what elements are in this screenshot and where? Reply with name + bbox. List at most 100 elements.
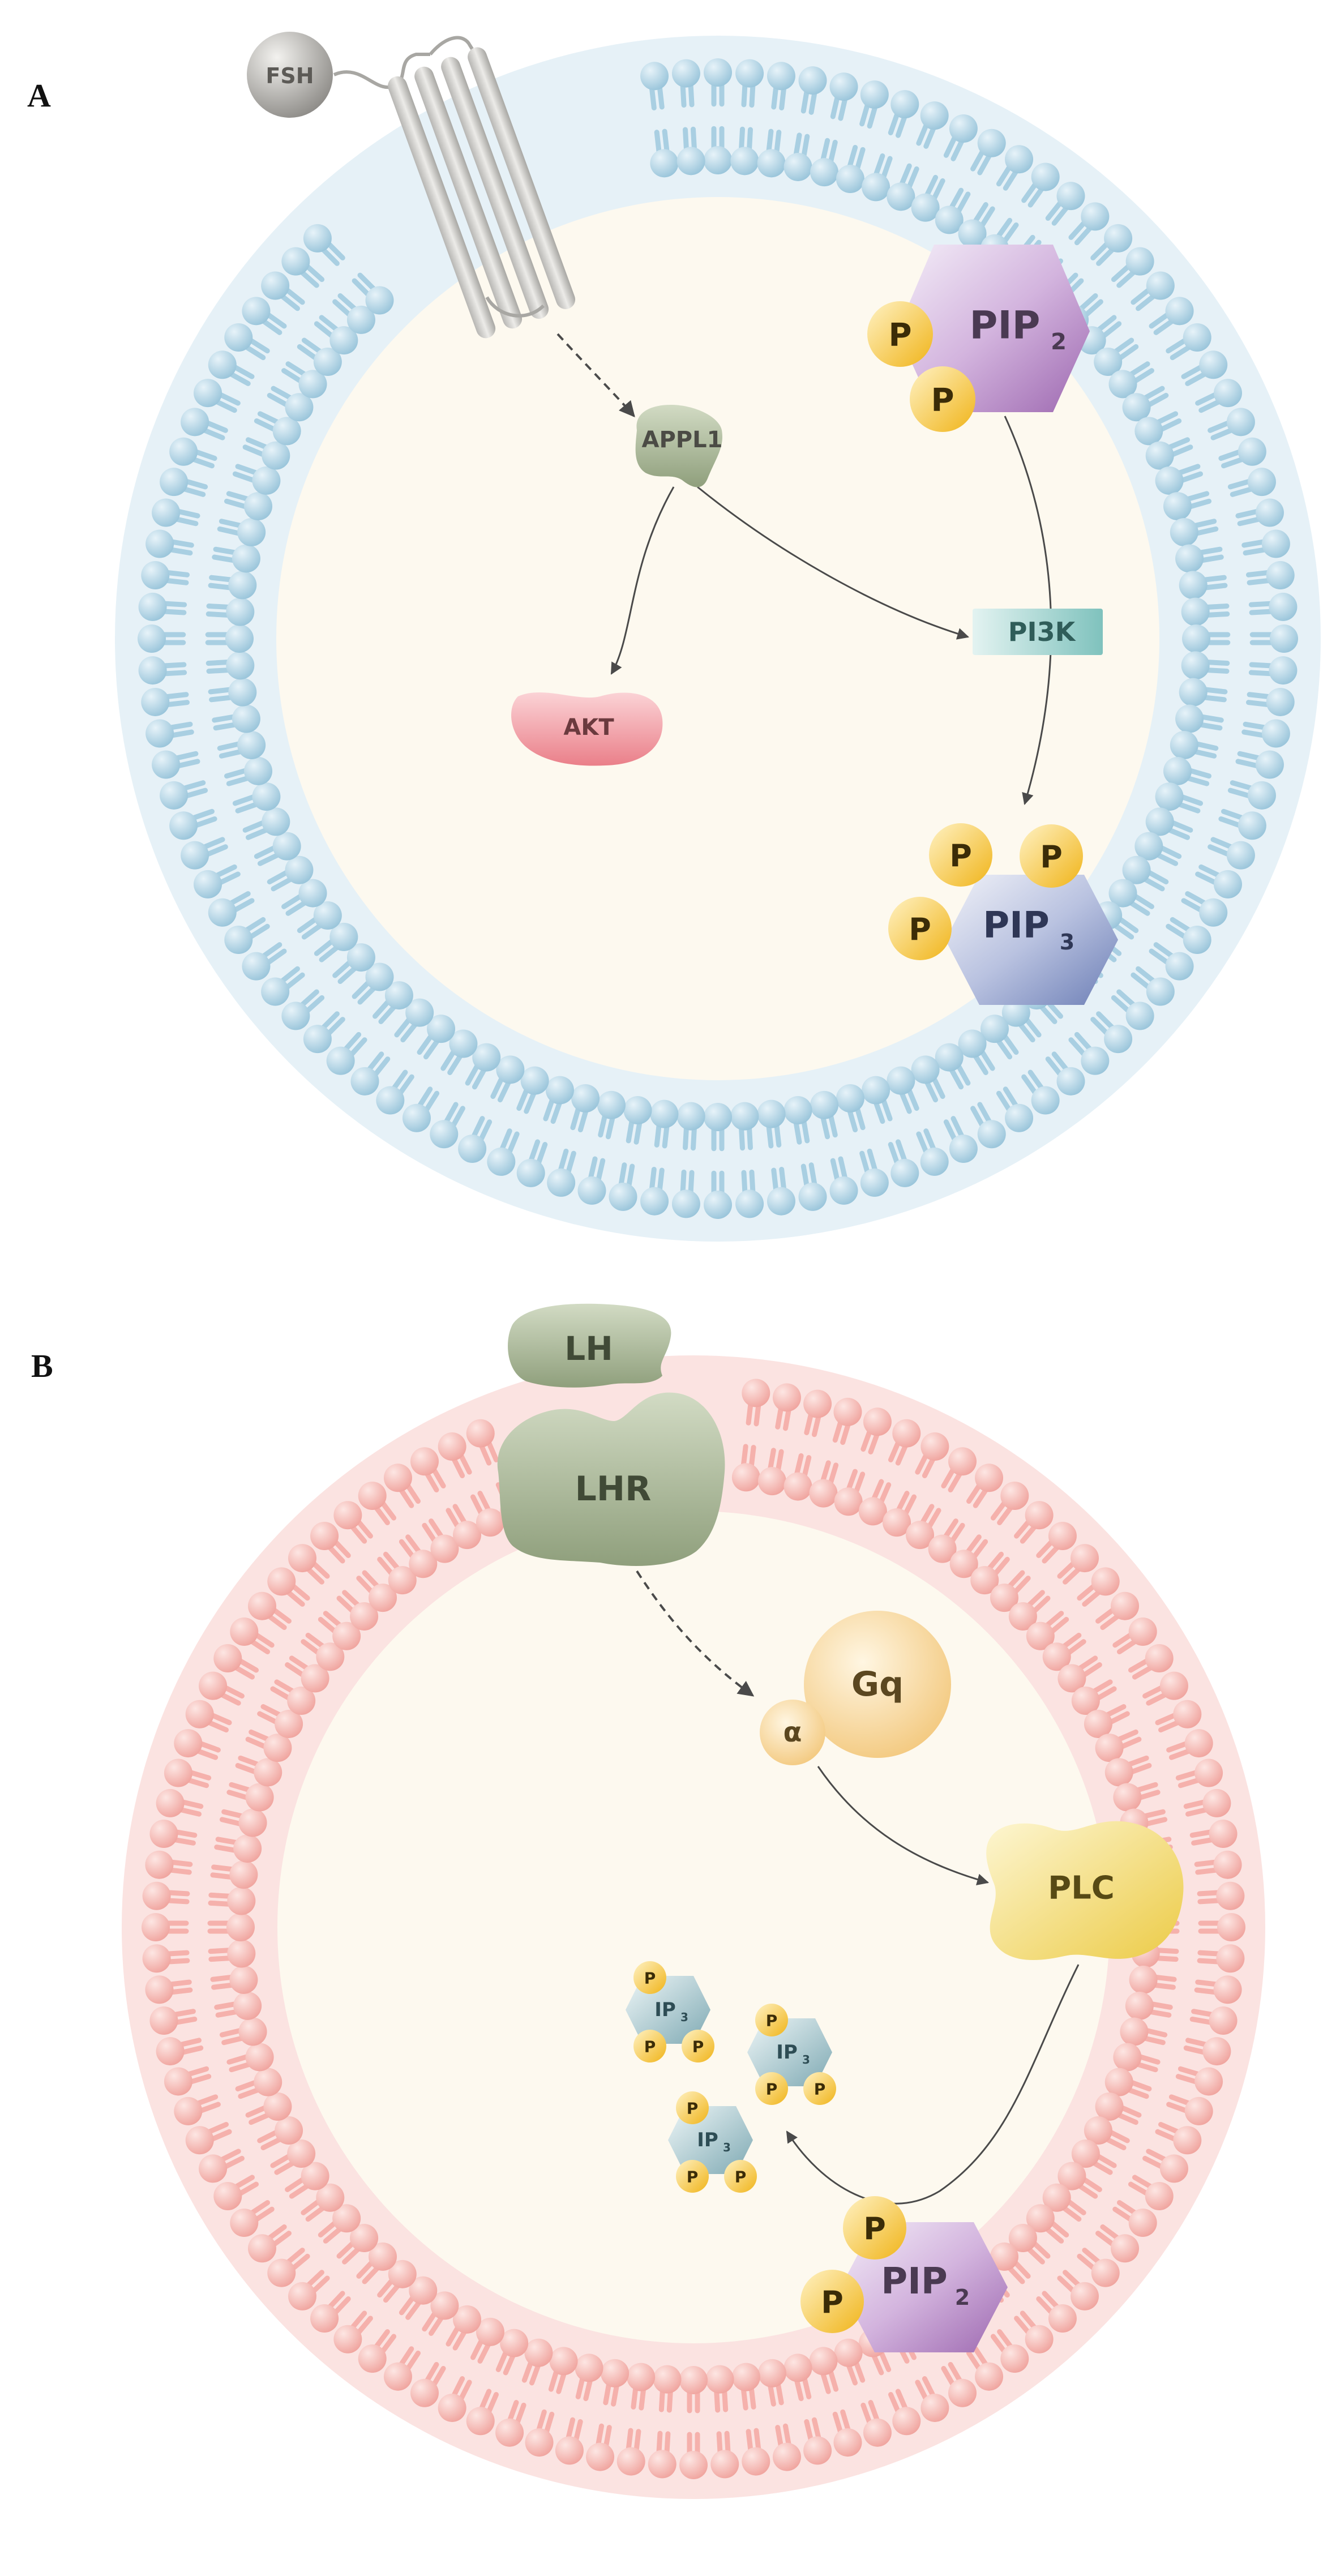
lipid-head (369, 2242, 397, 2271)
fsh-ligand (247, 32, 333, 118)
lipid-head (288, 1544, 316, 1573)
lipid-head (229, 1965, 258, 1994)
lipid-head (757, 149, 786, 178)
lipid-head (242, 952, 271, 981)
lipid-head (267, 1567, 296, 1596)
arrow-appl1-to-pi3k (697, 486, 970, 640)
lipid-head (227, 1886, 256, 1915)
lipid-head (466, 1419, 495, 1448)
fsh-label: FSH (266, 63, 314, 88)
lipid-head (1170, 731, 1198, 760)
lipid-head (332, 2204, 361, 2233)
lipid-head (232, 544, 260, 573)
lipid-head (1226, 408, 1255, 437)
lipid-head (545, 1076, 574, 1105)
lipid-head (883, 1508, 911, 1537)
panel-a: A FSH APPL1 AKT P (27, 32, 1321, 1242)
lipid-head (704, 1103, 732, 1131)
phosphate-icon (800, 2270, 864, 2333)
lipid-head (402, 1103, 431, 1132)
lipid-head (245, 1783, 274, 1812)
lipid-head (262, 807, 290, 836)
lipid-head (1216, 1944, 1245, 1973)
lipid-head (648, 2450, 677, 2479)
ip3-subscript: 3 (723, 2141, 731, 2154)
lipid-head (1084, 1709, 1112, 1738)
lipid-head (731, 1463, 760, 1492)
lipid-head (742, 2447, 770, 2476)
lipid-head (650, 1099, 679, 1128)
lipid-head (1057, 1664, 1086, 1693)
lipid-head (1266, 687, 1295, 716)
phosphate-label: P (644, 1969, 656, 1988)
lipid-head (287, 1687, 316, 1715)
lipid-head (333, 2325, 362, 2354)
lipid-head (1122, 393, 1151, 422)
lipid-head (233, 1991, 262, 2020)
lipid-head (1247, 781, 1276, 810)
lipid-head (288, 2282, 316, 2310)
lipid-head (226, 597, 255, 626)
lipid-head (892, 2407, 921, 2436)
lipid-head (1175, 704, 1204, 733)
phosphate-label: P (687, 2099, 699, 2118)
phosphate-icon (724, 2160, 757, 2193)
lipid-head (213, 2182, 242, 2210)
lipid-head (1199, 350, 1228, 379)
lipid-head (298, 879, 327, 908)
lipid-head (783, 1096, 812, 1125)
phosphate-label: P (888, 317, 911, 354)
phosphate-icon (676, 2091, 709, 2124)
lipid-head (1209, 1820, 1238, 1848)
phosphate-icon (803, 2072, 836, 2105)
lipid-head (836, 165, 864, 194)
pip2-b-name: PIP (881, 2261, 948, 2303)
lipid-head (1173, 2126, 1202, 2155)
ip3-name: IP (776, 2041, 798, 2064)
lipid-head (410, 1447, 439, 1476)
dashed-arrow-lhr-to-gq (636, 1570, 755, 1697)
lipid-head (358, 2344, 387, 2373)
lipid-head (948, 1447, 977, 1476)
ip3-name: IP (654, 1999, 676, 2021)
lipid-head (834, 2338, 863, 2367)
lipid-head (316, 1642, 345, 1671)
lipid-head (333, 1501, 362, 1530)
ip3-name: IP (697, 2129, 718, 2151)
phosphate-label: P (735, 2168, 747, 2186)
lipid-head (267, 2258, 296, 2287)
lipid-head (1261, 719, 1290, 748)
lipid-head (466, 2407, 495, 2436)
lipid-head (1261, 529, 1290, 558)
lipid-head (1128, 2209, 1157, 2237)
lipid-head (1170, 517, 1198, 546)
lipid-head (145, 529, 174, 558)
lipid-head (677, 147, 705, 176)
lipid-head (949, 114, 978, 143)
lipid-head (358, 1481, 387, 1510)
lipid-head (730, 1102, 759, 1131)
lipid-head (1173, 1700, 1202, 1728)
lipid-head (313, 348, 342, 376)
ip3-molecule: IP 3 P P P (747, 2004, 836, 2105)
lipid-head (252, 466, 281, 495)
lipid-head (772, 1383, 801, 1412)
lipid-head (833, 2428, 862, 2457)
phosphate-icon (843, 2196, 906, 2260)
lipid-head (1048, 2304, 1077, 2333)
lipid-head (892, 1419, 921, 1448)
lipid-head (958, 219, 987, 248)
plc-label: PLC (1048, 1870, 1115, 1907)
lipid-head (650, 149, 679, 178)
lipid-head (990, 2242, 1018, 2271)
lipid-head (272, 417, 301, 446)
lipid-head (141, 561, 170, 590)
phosphate-icon (888, 897, 952, 960)
lipid-head (1175, 544, 1204, 573)
lipid-head (1108, 370, 1137, 399)
phosphate-icon (929, 823, 992, 887)
lipid-head (1202, 1788, 1231, 1817)
cytoplasm-b (277, 1511, 1110, 2343)
lipid-head (160, 781, 189, 810)
